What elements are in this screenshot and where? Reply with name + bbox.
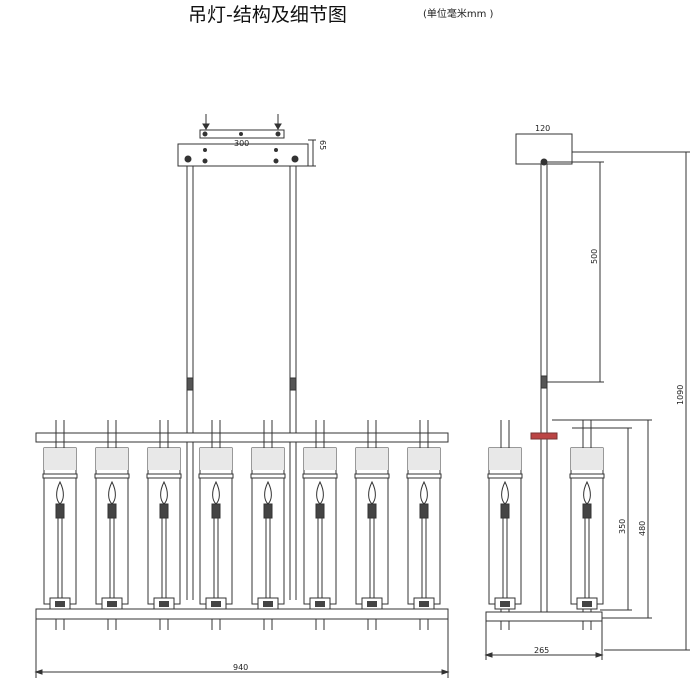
front-lamp: [94, 420, 130, 630]
front-lamp-shade: [251, 447, 285, 605]
front-lamp: [146, 420, 182, 630]
side-lamp-shade: [570, 447, 604, 605]
page-title: 吊灯-结构及细节图: [188, 4, 347, 26]
front-lamp-shade: [95, 447, 129, 605]
title-bar: 吊灯-结构及细节图 (单位毫米mm ): [0, 0, 700, 40]
side-dim-lamp-height: 350: [618, 519, 627, 534]
unit-note: (单位毫米mm ): [423, 9, 494, 20]
front-lamp: [250, 420, 286, 630]
side-dim-total-height: 1090: [676, 385, 685, 405]
side-lamp-shade: [488, 447, 522, 605]
front-bottom-bar: [35, 608, 449, 620]
front-lamp-shade: [407, 447, 441, 605]
front-lamp: [302, 420, 338, 630]
front-lamp-shade: [355, 447, 389, 605]
side-lamp: [487, 420, 523, 630]
side-dim-rod-length: 500: [590, 249, 599, 264]
side-lamps: [487, 420, 605, 630]
front-dim-canopy-height: 65: [318, 140, 327, 150]
side-view: 120 500 1090 480 350: [484, 124, 690, 660]
front-lamp: [354, 420, 390, 630]
front-lamp-shade: [303, 447, 337, 605]
side-dim-body-height: 480: [638, 521, 647, 536]
front-dim-total-width: 940: [233, 663, 248, 672]
front-lamp: [198, 420, 234, 630]
side-bottom-bar: [485, 611, 603, 622]
front-view: 300 65 940: [34, 114, 450, 678]
front-lamps: [42, 420, 442, 630]
front-dim-canopy-width: 300: [234, 139, 249, 148]
front-lamp: [42, 420, 78, 630]
side-dim-canopy-width: 120: [535, 124, 550, 133]
front-lamp-shade: [43, 447, 77, 605]
side-lamp: [569, 420, 605, 630]
front-lamp-shade: [147, 447, 181, 605]
front-lamp-shade: [199, 447, 233, 605]
side-dim-body-depth: 265: [534, 646, 549, 655]
front-lamp: [406, 420, 442, 630]
side-red-clip: [530, 432, 558, 440]
front-top-bar: [35, 432, 449, 443]
